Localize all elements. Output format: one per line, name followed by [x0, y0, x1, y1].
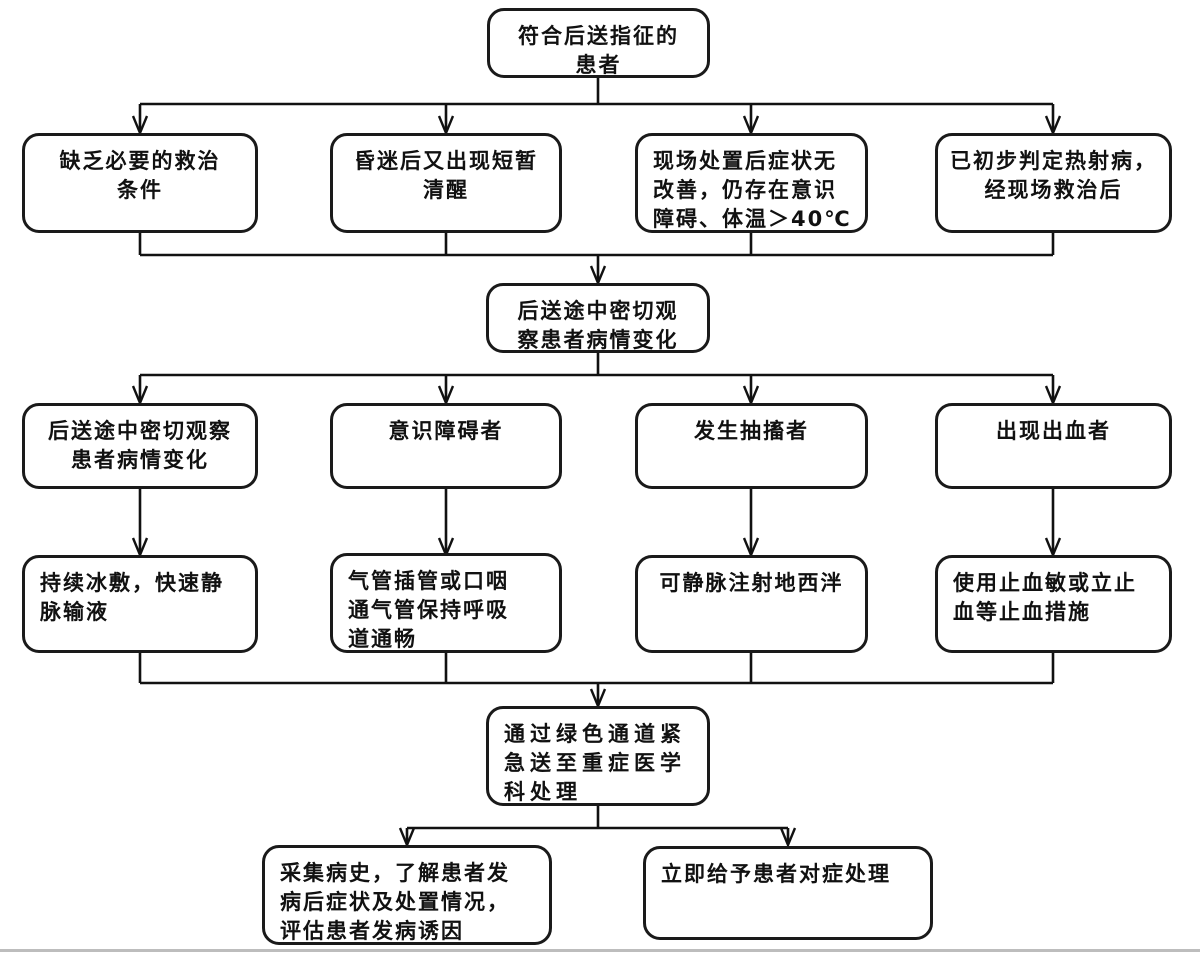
node-symptomatic-treatment: 立即给予患者对症处理: [643, 846, 933, 940]
node-coma-brief-awake: 昏迷后又出现短暂 清醒: [330, 133, 562, 233]
page-bottom-divider: [0, 949, 1200, 952]
node-airway: 气管插管或口咽 通气管保持呼吸 道通畅: [330, 553, 562, 653]
node-observe-enroute: 后送途中密切观 察患者病情变化: [486, 283, 710, 353]
node-bleeding: 出现出血者: [935, 403, 1172, 489]
node-heatstroke-judged: 已初步判定热射病， 经现场救治后: [935, 133, 1172, 233]
node-lack-conditions: 缺乏必要的救治 条件: [22, 133, 258, 233]
node-hemostasis: 使用止血敏或立止 血等止血措施: [935, 555, 1172, 653]
node-green-channel: 通过绿色通道紧 急送至重症医学 科处理: [486, 706, 710, 806]
node-eligible-patient: 符合后送指征的 患者: [487, 8, 710, 78]
node-observe-enroute-2: 后送途中密切观察 患者病情变化: [22, 403, 258, 489]
node-diazepam: 可静脉注射地西泮: [635, 555, 868, 653]
node-collect-history: 采集病史，了解患者发 病后症状及处置情况， 评估患者发病诱因: [262, 845, 552, 945]
node-ice-infusion: 持续冰敷，快速静 脉输液: [22, 555, 258, 653]
node-consciousness-disorder: 意识障碍者: [330, 403, 562, 489]
node-no-improvement: 现场处置后症状无 改善，仍存在意识 障碍、体温＞40℃: [635, 133, 868, 233]
node-convulsion: 发生抽搐者: [635, 403, 868, 489]
